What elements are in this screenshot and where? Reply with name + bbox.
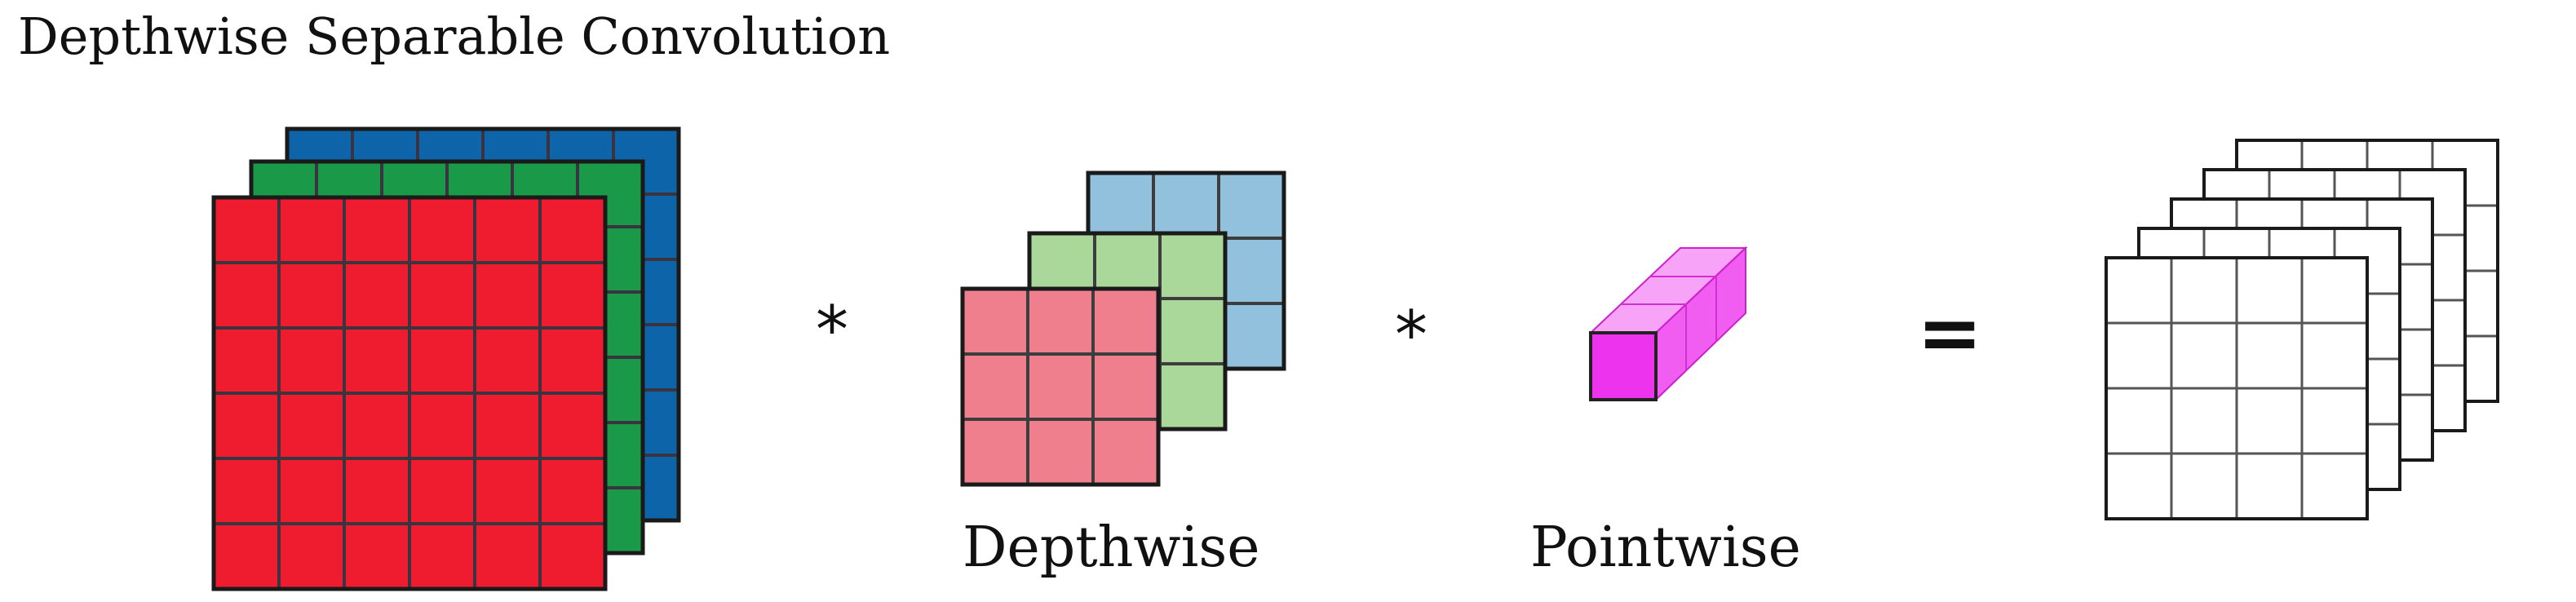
depthwise-kernels xyxy=(960,170,1286,487)
diagram-title: Depthwise Separable Convolution xyxy=(18,7,891,66)
output-layer-1-cell xyxy=(2235,452,2304,520)
kernel-channel-blue-cell xyxy=(1152,171,1220,240)
kernel-channel-red-cell xyxy=(1091,287,1160,356)
input-channel-red-cell xyxy=(277,392,346,460)
equals-operator: = xyxy=(1917,287,1983,378)
kernel-channel-red-cell xyxy=(961,352,1029,421)
input-channel-red-cell xyxy=(473,261,542,330)
output-layer-1-cell xyxy=(2105,387,2173,455)
kernel-channel-red-cell xyxy=(1091,418,1160,486)
input-channel-red-cell xyxy=(473,392,542,460)
output-layer-1-cell xyxy=(2300,256,2369,325)
kernel-channel-green-cell xyxy=(1158,232,1227,300)
input-volume xyxy=(211,126,681,591)
output-layer-1-cell xyxy=(2170,452,2238,520)
output-layer-1-cell xyxy=(2235,387,2304,455)
output-layer-1-cell xyxy=(2105,321,2173,390)
output-layer-1-cell xyxy=(2235,321,2304,390)
input-channel-red-cell xyxy=(343,457,411,525)
input-channel-red-cell xyxy=(538,196,607,264)
kernel-channel-red-cell xyxy=(961,418,1029,486)
input-channel-red-cell xyxy=(408,261,476,330)
input-channel-red-cell xyxy=(212,326,281,395)
input-channel-red-cell xyxy=(473,457,542,525)
kernel-channel-red-cell xyxy=(961,287,1029,356)
kernel-channel-blue-cell xyxy=(1217,237,1286,305)
input-channel-red-cell xyxy=(343,196,411,264)
pointwise-label: Pointwise xyxy=(1530,516,1801,580)
kernel-channel-blue-cell xyxy=(1217,171,1286,240)
multiply-operator-1: * xyxy=(816,292,848,368)
output-layer-1-cell xyxy=(2170,256,2238,325)
kernel-channel-blue-cell xyxy=(1217,302,1286,370)
input-channel-red-cell xyxy=(277,326,346,395)
pointwise-front-face xyxy=(1589,331,1658,401)
input-channel-red-cell xyxy=(277,196,346,264)
input-channel-red-cell xyxy=(408,196,476,264)
output-layer-1-cell xyxy=(2170,321,2238,390)
input-channel-red-cell xyxy=(277,522,346,591)
kernel-channel-red-cell xyxy=(1026,352,1095,421)
input-channel-red-cell xyxy=(538,326,607,395)
kernel-channel-green-cell xyxy=(1158,297,1227,365)
input-channel-red-cell xyxy=(212,522,281,591)
pointwise-kernel xyxy=(1588,246,1748,402)
multiply-operator-2: * xyxy=(1395,297,1427,373)
kernel-channel-red-cell xyxy=(1026,418,1095,486)
kernel-channel-green-cell xyxy=(1158,362,1227,431)
input-channel-red-outline xyxy=(211,195,608,591)
input-channel-red-cell xyxy=(473,326,542,395)
input-channel-red-cell xyxy=(212,457,281,525)
depthwise-label: Depthwise xyxy=(963,516,1260,580)
input-channel-red-cell xyxy=(212,196,281,264)
output-layer-1-cell xyxy=(2105,452,2173,520)
output-layer-1 xyxy=(2105,256,2369,520)
kernel-channel-blue-cell xyxy=(1087,171,1155,240)
input-channel-red-cell xyxy=(343,522,411,591)
input-channel-red-cell xyxy=(408,326,476,395)
output-layer-1-cell xyxy=(2105,256,2173,325)
output-layer-1-outline xyxy=(2105,256,2369,520)
input-channel-red-cell xyxy=(538,457,607,525)
input-channel-red-cell xyxy=(343,261,411,330)
input-channel-red-cell xyxy=(277,261,346,330)
output-layer-1-cell xyxy=(2300,452,2369,520)
input-channel-red-cell xyxy=(408,457,476,525)
input-channel-red-cell xyxy=(408,522,476,591)
input-channel-red-cell xyxy=(343,326,411,395)
kernel-channel-red-outline xyxy=(960,286,1161,487)
input-channel-red-cell xyxy=(343,392,411,460)
input-channel-red-cell xyxy=(408,392,476,460)
kernel-channel-red-cell xyxy=(1091,352,1160,421)
output-layer-1-cell xyxy=(2300,387,2369,455)
output-layer-1-cell xyxy=(2235,256,2304,325)
input-channel-red xyxy=(211,195,608,591)
output-layer-1-cell xyxy=(2170,387,2238,455)
input-channel-red-cell xyxy=(212,392,281,460)
input-channel-red-cell xyxy=(277,457,346,525)
input-channel-red-cell xyxy=(538,261,607,330)
output-layer-1-cell xyxy=(2300,321,2369,390)
input-channel-red-cell xyxy=(473,196,542,264)
kernel-channel-red xyxy=(960,286,1161,487)
input-channel-red-cell xyxy=(538,522,607,591)
input-channel-red-cell xyxy=(538,392,607,460)
output-volume xyxy=(2105,139,2499,520)
input-channel-red-cell xyxy=(212,261,281,330)
input-channel-red-cell xyxy=(473,522,542,591)
kernel-channel-red-cell xyxy=(1026,287,1095,356)
